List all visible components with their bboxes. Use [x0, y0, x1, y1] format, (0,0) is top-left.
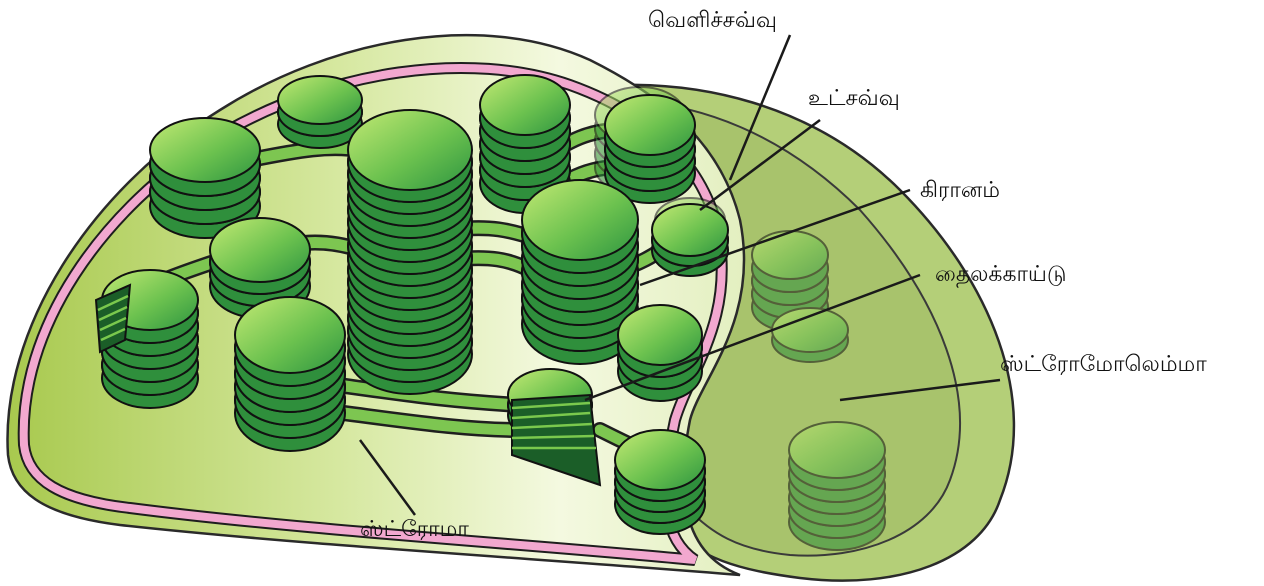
thylakoid-disc: [618, 305, 702, 365]
label-granum: கிரானம்: [920, 178, 1000, 206]
label-thylakoid: தைலக்காய்டு: [935, 262, 1067, 290]
thylakoid-disc: [278, 76, 362, 124]
thylakoid-disc: [522, 180, 638, 260]
granum-stack: [615, 430, 705, 534]
thylakoid-disc: [210, 218, 310, 282]
thylakoid-disc: [605, 95, 695, 155]
thylakoid-disc: [348, 110, 472, 190]
label-outer-membrane: வெளிச்சவ்வு: [648, 8, 777, 36]
thylakoid-disc: [480, 75, 570, 135]
thylakoid-disc: [615, 430, 705, 490]
granum-stack: [278, 76, 362, 148]
label-inner-membrane: உட்சவ்வு: [808, 86, 900, 114]
granum-stack: [235, 297, 345, 451]
label-stroma: ஸ்ட்ரோமா: [360, 517, 469, 545]
thylakoid-disc: [789, 422, 885, 478]
granum-stack: [789, 422, 885, 550]
thylakoid-disc: [772, 308, 848, 352]
granum-stack: [605, 95, 695, 203]
granum-stack: [652, 204, 728, 276]
thylakoid-disc: [150, 118, 260, 182]
thylakoid-disc: [752, 231, 828, 279]
granum-stack: [618, 305, 702, 401]
thylakoid-disc: [652, 204, 728, 256]
thylakoid-disc: [235, 297, 345, 373]
label-stroma-lamella: ஸ்ட்ரோமோலெம்மா: [1000, 352, 1207, 380]
granum-stack: [348, 110, 472, 394]
